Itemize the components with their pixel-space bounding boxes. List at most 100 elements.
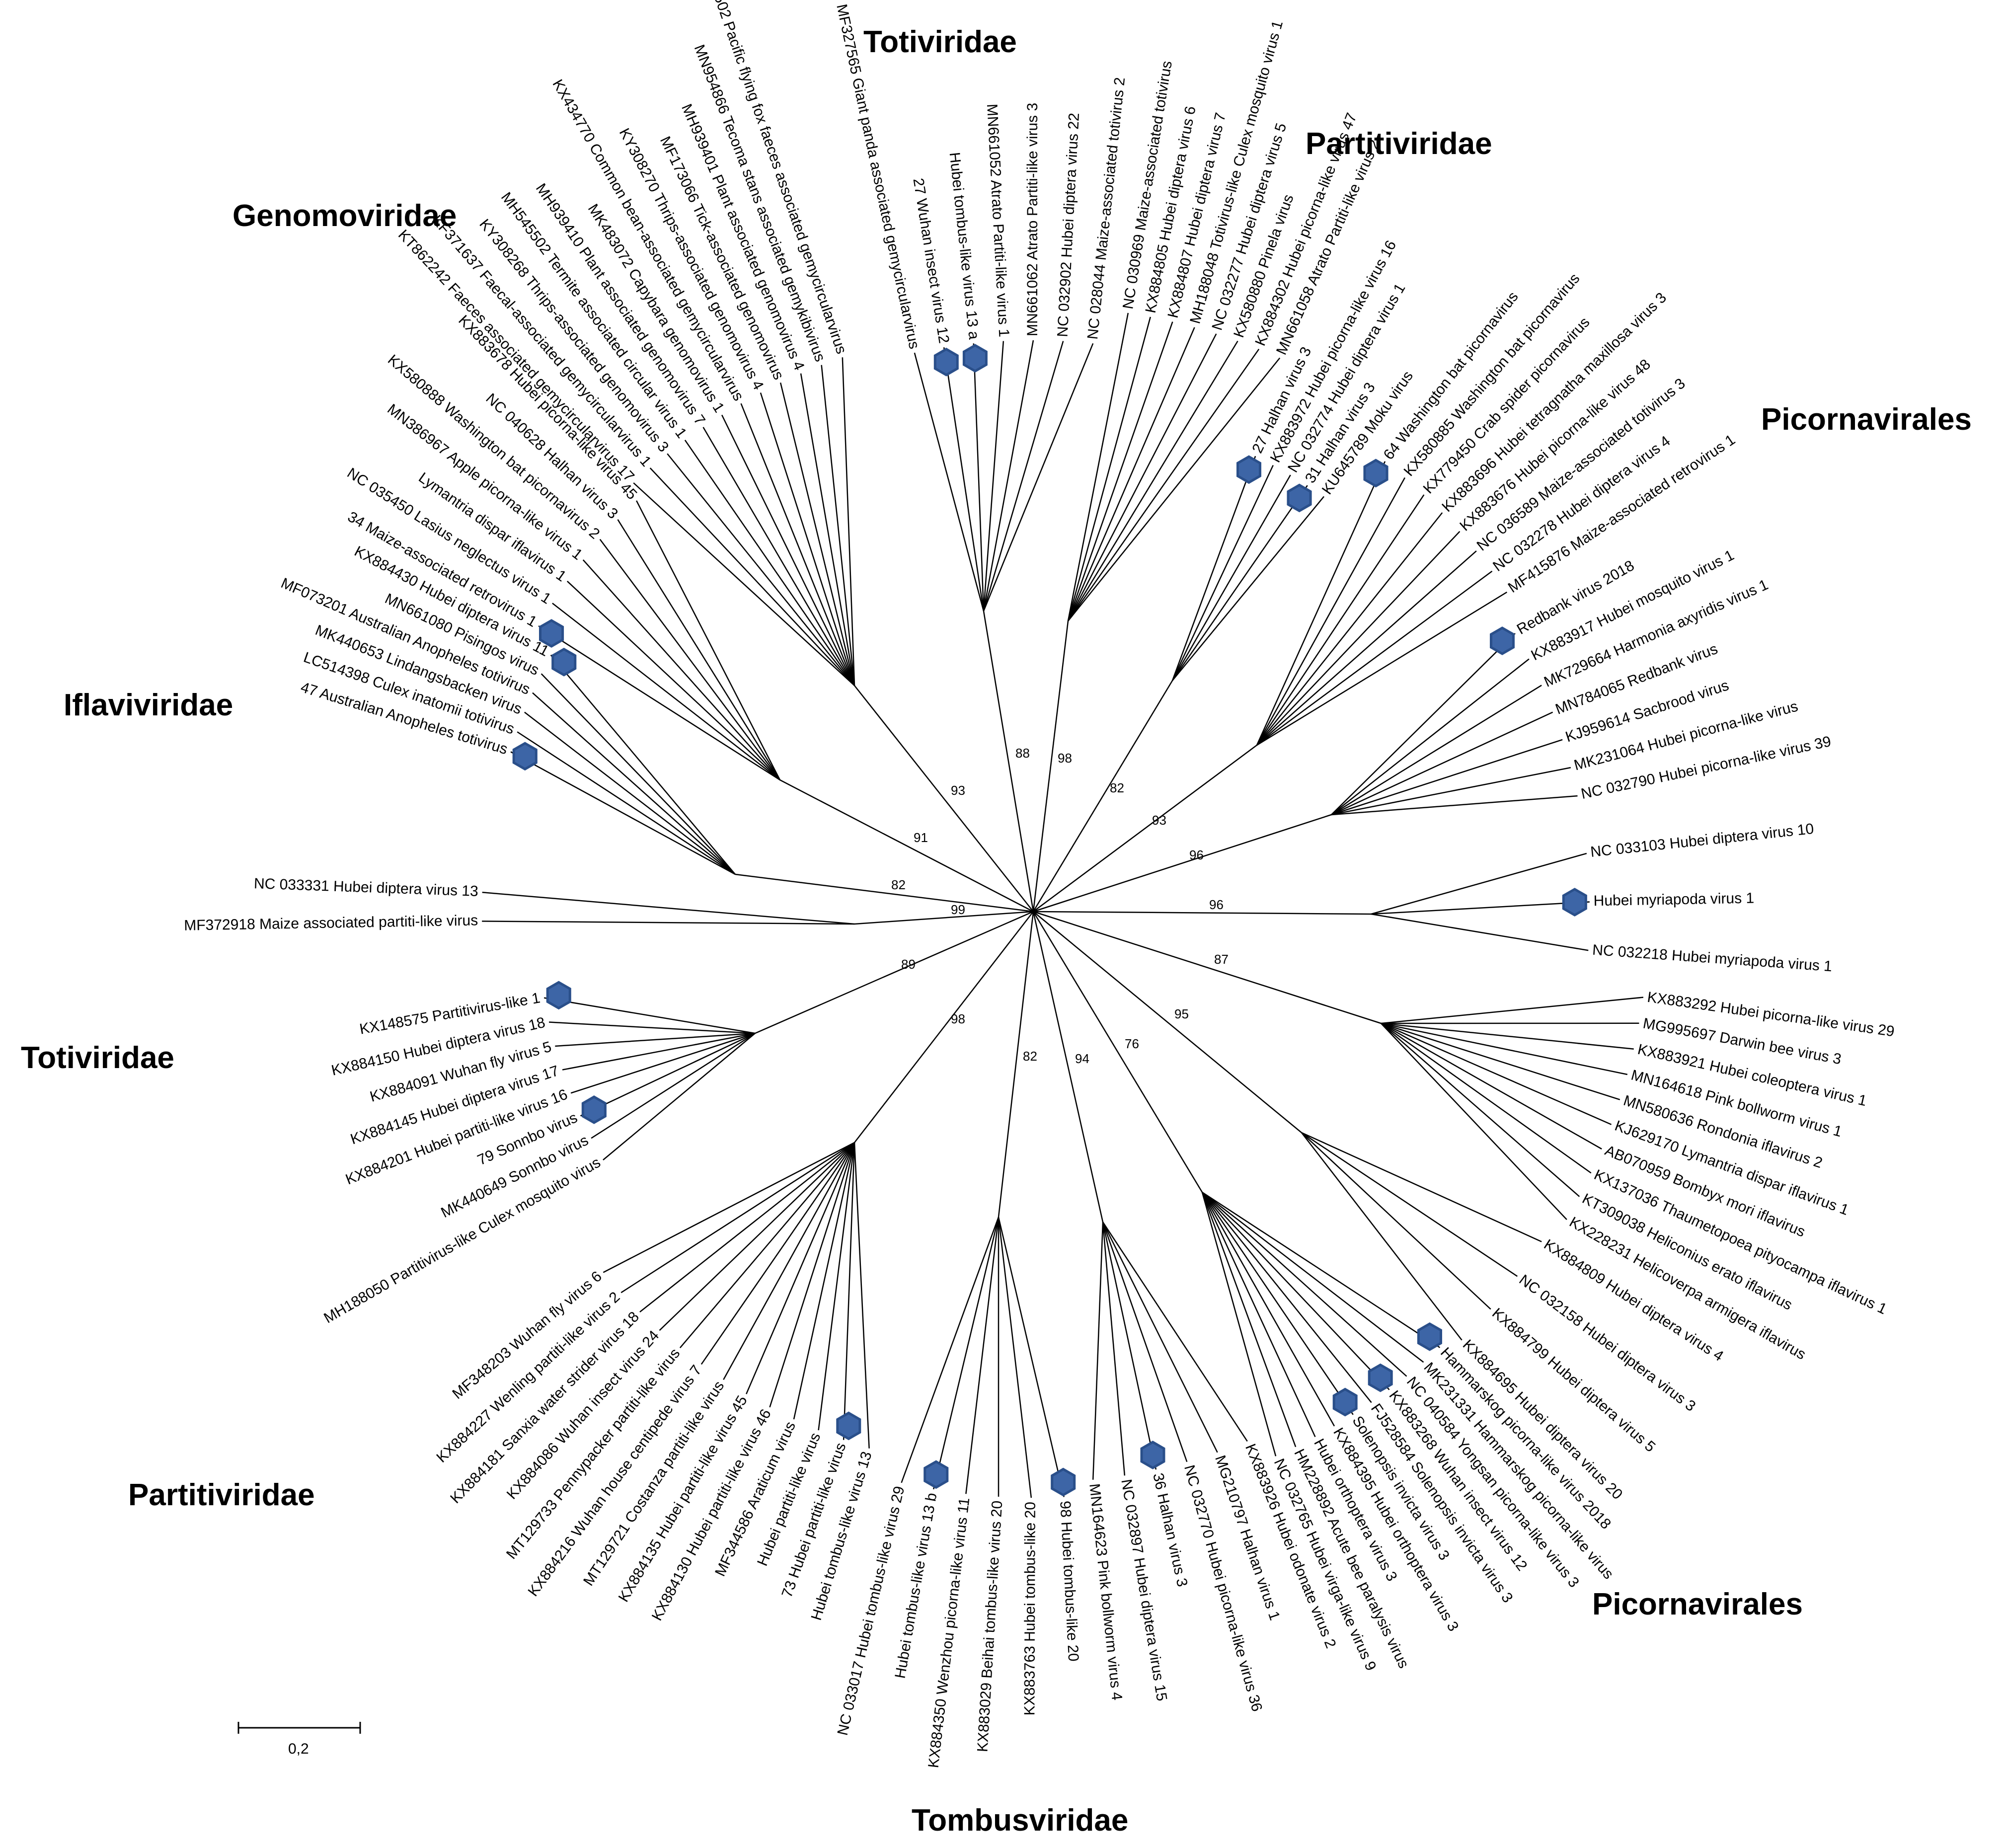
tree-branch — [1033, 744, 1257, 913]
family-label-picornavirales-bottom: Picornavirales — [1592, 1587, 1803, 1621]
sample-marker-icon — [512, 742, 538, 771]
tree-branch — [1202, 1191, 1441, 1348]
tree-branch — [842, 357, 855, 686]
tree-branch — [1331, 711, 1553, 816]
scale-bar-label: 0,2 — [288, 1741, 309, 1757]
tree-branch — [1102, 1222, 1188, 1463]
bootstrap-label: 87 — [1214, 952, 1229, 967]
tree-branch — [1067, 333, 1217, 621]
tree-branch — [549, 1021, 756, 1034]
tree-branch — [853, 1142, 870, 1449]
sample-marker-icon — [962, 344, 988, 373]
tree-branch — [1301, 1132, 1518, 1277]
bootstrap-label: 96 — [1209, 897, 1224, 912]
tree-branch — [793, 1142, 855, 1420]
tree-branch — [1102, 1222, 1218, 1453]
tree-branch — [599, 539, 781, 780]
tree-branch — [1331, 739, 1563, 816]
leaf-label: Hubei myriapoda virus 1 — [1593, 890, 1754, 910]
sample-marker-icon — [581, 1095, 607, 1124]
bootstrap-label: 82 — [1023, 1049, 1037, 1064]
tree-branch — [532, 692, 736, 875]
tree-branch — [552, 603, 780, 780]
tree-branch — [540, 673, 736, 875]
tree-branch — [1032, 620, 1069, 912]
tree-branch — [617, 519, 781, 780]
sample-marker-icon — [1332, 1387, 1358, 1417]
tree-branch — [1102, 1222, 1157, 1470]
sample-marker-icon — [1490, 626, 1515, 655]
tree-branch — [746, 1142, 855, 1394]
leaf-label: 98 Hubei tombus-like 20 — [1057, 1500, 1081, 1662]
tree-branch — [998, 1217, 1032, 1498]
tree-branch — [1172, 496, 1325, 681]
tree-branch — [983, 611, 1034, 912]
tree-branch — [1067, 340, 1238, 621]
tree-branch — [1201, 1192, 1354, 1415]
tree-branch — [1033, 911, 1382, 1024]
tree-branch — [510, 751, 736, 875]
tree-branch — [901, 1217, 1000, 1483]
tree-branch — [1032, 680, 1173, 912]
leaf-label: NC 032902 Hubei diptera virus 22 — [1055, 112, 1083, 337]
tree-branch — [1067, 327, 1195, 621]
tree-branch — [854, 685, 1034, 912]
leaf-label: NC 032218 Hubei myriapoda virus 1 — [1592, 942, 1833, 975]
sample-marker-icon — [1140, 1441, 1165, 1469]
tree-branch — [1256, 591, 1508, 746]
tree-branch — [702, 427, 855, 686]
tree-branch — [1256, 550, 1477, 746]
leaf-label: Hubei tombus-like virus 13 — [808, 1450, 875, 1622]
tree-branch — [1067, 316, 1151, 621]
leaf-label: MN661052 Atrato Partiti-like virus 1 — [984, 103, 1012, 337]
tree-branch — [1032, 911, 1104, 1223]
tree-branch — [932, 1217, 1000, 1490]
tree-branch — [580, 1032, 756, 1117]
tree-branch — [854, 911, 1034, 925]
bootstrap-label: 94 — [1075, 1051, 1089, 1066]
tree-branch — [983, 341, 1004, 612]
tree-branch — [769, 1142, 855, 1408]
tree-branch — [1202, 1192, 1372, 1403]
tree-branch — [538, 625, 780, 781]
tree-branch — [998, 911, 1034, 1218]
sample-marker-icon — [1417, 1322, 1442, 1351]
tree-branch — [1381, 1022, 1620, 1100]
leaf-label: 36 Halhan virus 3 — [1150, 1471, 1190, 1588]
tree-branch — [1381, 1022, 1602, 1150]
tree-branch — [755, 911, 1034, 1034]
tree-branch — [1068, 357, 1281, 621]
tree-branch — [1371, 913, 1589, 951]
family-label-tombusviridae: Tombusviridae — [912, 1803, 1128, 1838]
tree-branch — [524, 711, 736, 875]
tree-branch — [566, 581, 780, 780]
tree-branch — [983, 343, 1094, 612]
tree-branch — [1067, 321, 1173, 621]
sample-marker-icon — [924, 1460, 949, 1489]
scale-bar: 0,2 — [237, 1722, 361, 1757]
tree-branch — [1256, 477, 1406, 746]
tree-branch — [1331, 658, 1530, 815]
family-label-partitiviridae-top: Partitiviridae — [1306, 127, 1492, 161]
tree-branch — [591, 1032, 756, 1139]
tree-branch — [1032, 911, 1203, 1193]
leaf-label: MF372918 Maize associated partiti-like v… — [184, 912, 478, 933]
bootstrap-label: 89 — [901, 957, 916, 972]
tree-branch — [633, 482, 855, 686]
tree-branch — [1092, 1222, 1104, 1480]
leaf-label: NC 033103 Hubei diptera virus 10 — [1590, 821, 1815, 860]
tree-branch — [1381, 1023, 1580, 1197]
tree-branch — [1381, 1022, 1592, 1174]
tree-branch — [1331, 633, 1516, 815]
tree-branch — [679, 1142, 855, 1348]
tree-branch — [983, 340, 1034, 612]
leaf-label: KX883029 Beihai tombus-like virus 20 — [974, 1500, 1005, 1753]
tree-branch — [562, 1032, 756, 1071]
tree-branch — [1301, 1132, 1542, 1242]
bootstrap-label: 95 — [1174, 1006, 1189, 1021]
tree-branch — [659, 1142, 855, 1331]
tree-branch — [1331, 685, 1542, 816]
bootstrap-label: 99 — [951, 902, 965, 917]
